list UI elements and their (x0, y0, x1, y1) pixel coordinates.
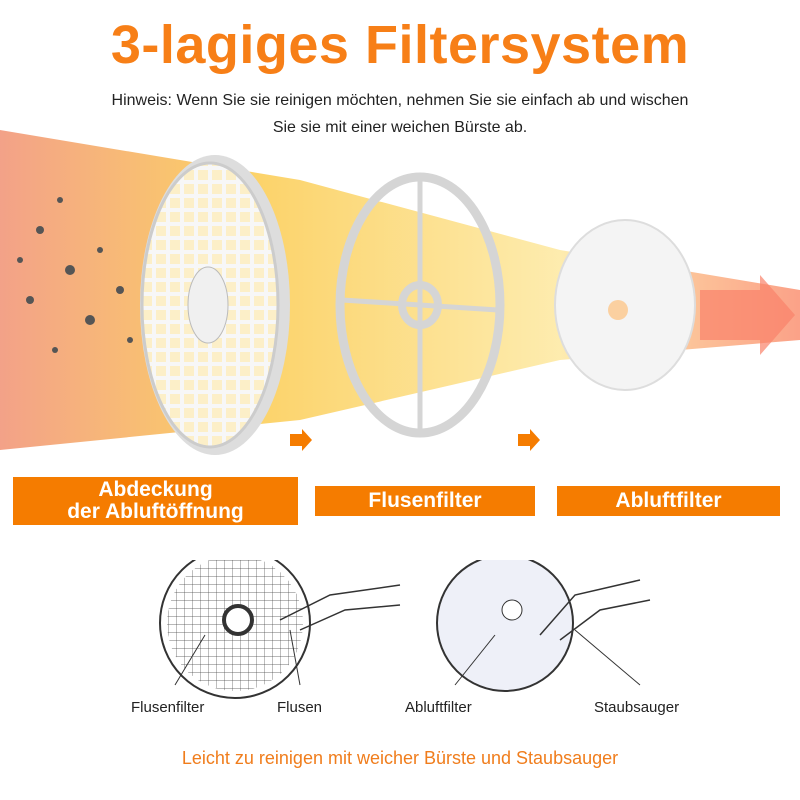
label-lint-filter: Flusenfilter (315, 486, 535, 516)
note-line-2: Sie sie mit einer weichen Bürste ab. (272, 119, 528, 136)
filter-layers-illustration (0, 130, 800, 455)
label-vent-cover: Abdeckung der Abluftöffnung (13, 477, 298, 525)
lint-filter-frame (335, 172, 505, 438)
footer-text: Leicht zu reinigen mit weicher Bürste un… (181, 748, 619, 768)
label-vent-cover-line2: der Abluftöffnung (67, 500, 244, 523)
cleaning-illustration (159, 560, 651, 699)
hand-brush-drawing (279, 584, 401, 631)
airflow-arrow (700, 275, 795, 355)
label-exhaust-filter: Abluftfilter (557, 486, 780, 516)
exhaust-filter-disc (554, 219, 696, 391)
arrow-right-icon (290, 429, 312, 451)
caption-lint: Flusen (277, 699, 323, 716)
exhaust-filter-drawing (436, 560, 574, 692)
page-title: 3-lagiges Filtersystem (110, 15, 690, 75)
hand-vacuum-drawing (539, 579, 651, 641)
caption-exhaust-filter: Abluftfilter (405, 699, 472, 716)
dust-particles (17, 197, 133, 353)
arrow-right-icon (518, 429, 540, 451)
label-vent-cover-line1: Abdeckung (98, 478, 213, 501)
note-line-1: Hinweis: Wenn Sie sie reinigen möchten, … (111, 92, 689, 109)
vent-cover-grille (140, 155, 290, 455)
caption-vacuum: Staubsauger (594, 699, 680, 716)
caption-lint-filter: Flusenfilter (131, 699, 205, 716)
